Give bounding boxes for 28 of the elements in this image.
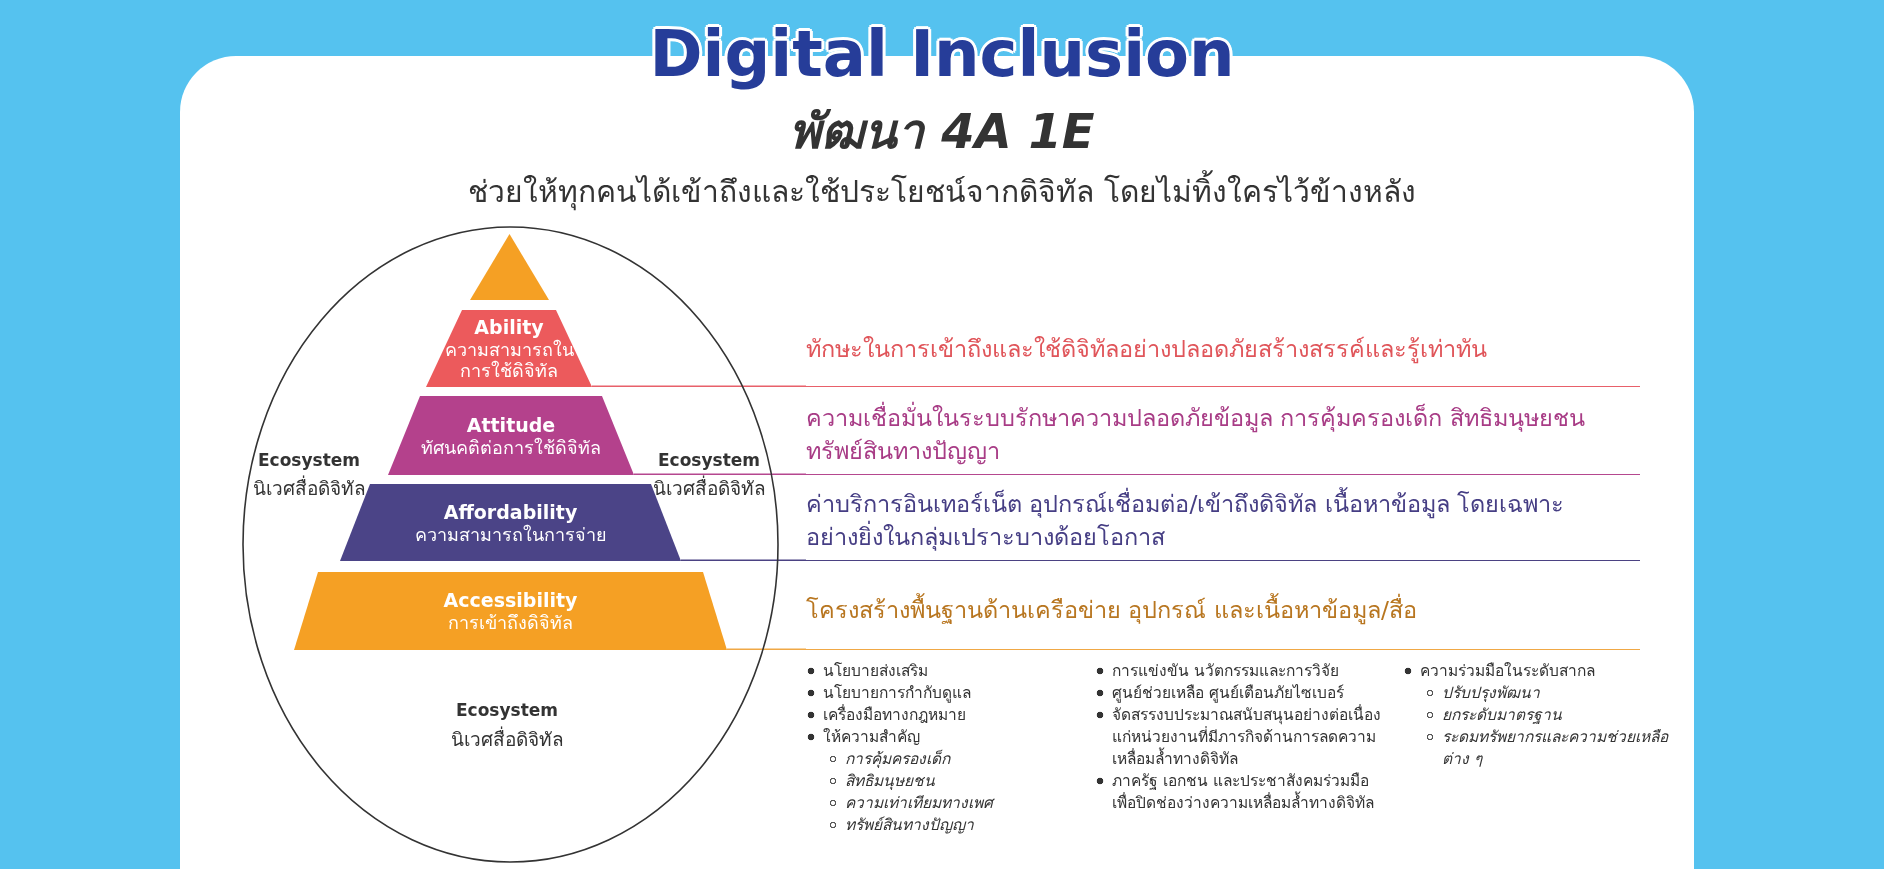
tier-subtitle: ความสามารถในการจ่าย: [414, 523, 607, 545]
ecosystem-heading: Ecosystem: [656, 449, 762, 472]
ecosystem-label: นิเวศสื่อดิจิทัล: [449, 727, 565, 751]
tier-description: ความเชื่อมั่นในระบบรักษาความปลอดภัยข้อมูล การคุ้มครองเด็ก สิทธิมนุษยชน ทรัพย์สินทางปัญญา: [806, 402, 1606, 468]
pyramid-apex: [470, 234, 549, 300]
subtitle: พัฒนา 4A 1E: [788, 102, 1096, 161]
tier-title: Ability: [474, 316, 544, 339]
tier-title: Affordability: [443, 500, 578, 524]
tier-subtitle: ทัศนคติต่อการใช้ดิจิทัล: [421, 436, 601, 458]
ecosystem-heading: Ecosystem: [256, 449, 362, 472]
ecosystem-heading: Ecosystem: [454, 699, 560, 722]
pyramid-tier: [388, 396, 634, 475]
tier-description: ทักษะในการเข้าถึงและใช้ดิจิทัลอย่างปลอดภัยสร้างสรรค์และรู้เท่าทัน: [806, 334, 1488, 366]
ecosystem-label: นิเวศสื่อดิจิทัล: [651, 476, 767, 500]
ecosystem-label: นิเวศสื่อดิจิทัล: [251, 476, 367, 500]
tier-title: Accessibility: [443, 589, 578, 612]
tier-subtitle: การเข้าถึงดิจิทัล: [448, 612, 573, 633]
tier-subtitle: ความสามารถในการใช้ดิจิทัล: [444, 339, 574, 381]
connector-line: [633, 473, 807, 475]
pyramid-tier: [294, 572, 727, 650]
pyramid-tier: [426, 310, 592, 387]
tier-title: Attitude: [466, 413, 556, 437]
tier-description: โครงสร้างพื้นฐานด้านเครือข่าย อุปกรณ์ และเนื้อหาข้อมูล/สื่อ: [806, 593, 1418, 627]
tagline: ช่วยให้ทุกคนได้เข้าถึงและใช้ประโยชน์จากดิจิทัล โดยไม่ทิ้งใครไว้ข้างหลัง: [0, 172, 1884, 212]
connector-line: [591, 385, 807, 387]
connector-line: [726, 648, 807, 650]
connector-line: [680, 559, 807, 561]
tier-description: ค่าบริการอินเทอร์เน็ต อุปกรณ์เชื่อมต่อ/เข้าถึงดิจิทัล เนื้อหาข้อมูล โดยเฉพาะอย่างยิ่งในกลุ่มเปราะบางด้อยโอกาส: [806, 488, 1606, 554]
